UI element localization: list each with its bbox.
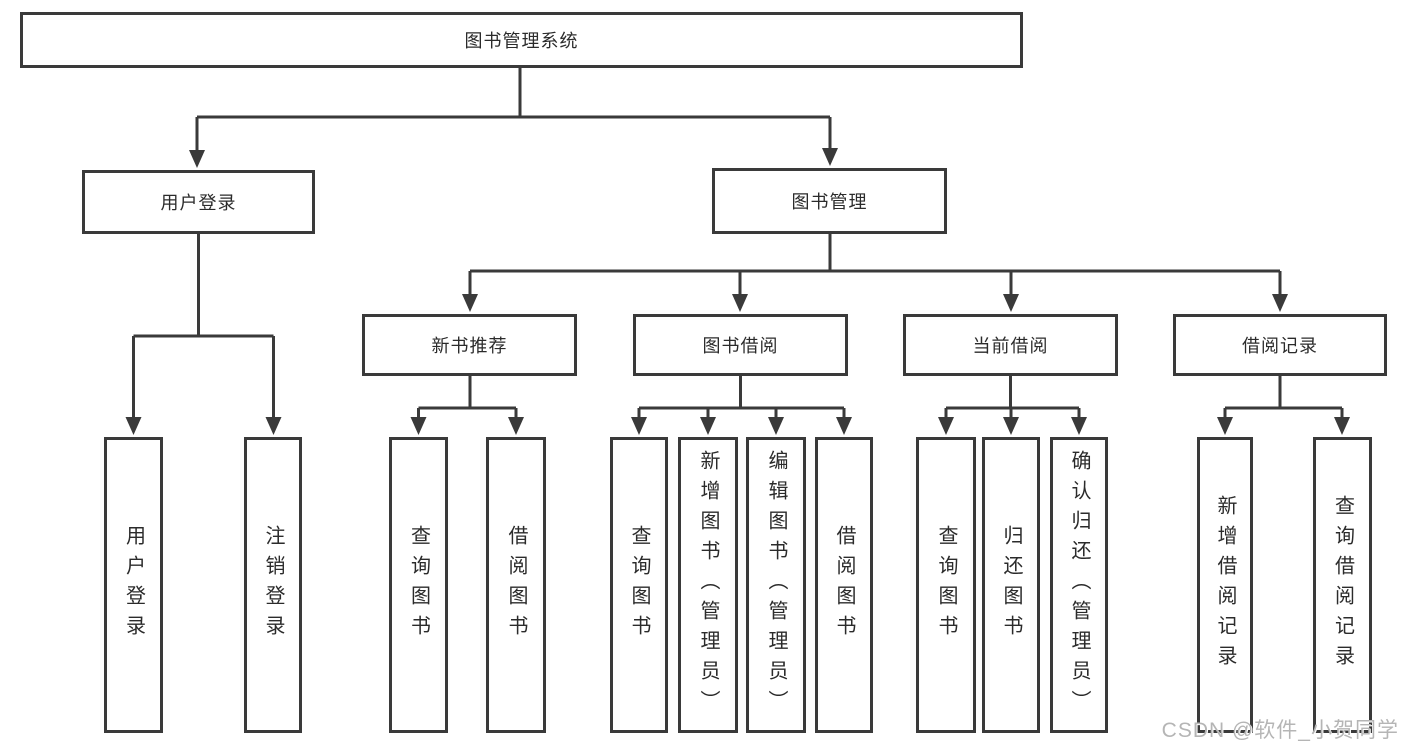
leaf-add-borrow-record-label: 新增借阅记录 xyxy=(1214,495,1236,675)
leaf-user-login: 用户登录 xyxy=(104,437,163,733)
node-root: 图书管理系统 xyxy=(20,12,1023,68)
node-current-borrowing: 当前借阅 xyxy=(903,314,1118,376)
leaf-borrowing-borrow-books: 借阅图书 xyxy=(815,437,873,733)
leaf-add-books-admin-label: 新增图书（管理员） xyxy=(697,450,719,720)
node-book-borrowing: 图书借阅 xyxy=(633,314,848,376)
leaf-confirm-return-admin-label: 确认归还（管理员） xyxy=(1068,450,1090,720)
leaf-edit-books-admin-label: 编辑图书（管理员） xyxy=(765,450,787,720)
node-user-login: 用户登录 xyxy=(82,170,315,234)
leaf-recommend-query-books-label: 查询图书 xyxy=(407,525,430,645)
leaf-return-books: 归还图书 xyxy=(982,437,1040,733)
leaf-add-borrow-record: 新增借阅记录 xyxy=(1197,437,1253,733)
leaf-borrowing-query-books-label: 查询图书 xyxy=(628,525,650,645)
node-book-management: 图书管理 xyxy=(712,168,947,234)
leaf-add-books-admin: 新增图书（管理员） xyxy=(678,437,738,733)
leaf-logout-label: 注销登录 xyxy=(262,525,284,645)
leaf-borrowing-query-books: 查询图书 xyxy=(610,437,668,733)
leaf-current-query-books-label: 查询图书 xyxy=(935,525,957,645)
leaf-borrowing-borrow-books-label: 借阅图书 xyxy=(833,525,855,645)
leaf-return-books-label: 归还图书 xyxy=(1000,525,1022,645)
leaf-query-borrow-record: 查询借阅记录 xyxy=(1313,437,1372,733)
leaf-user-login-label: 用户登录 xyxy=(122,525,145,645)
leaf-recommend-borrow-books-label: 借阅图书 xyxy=(505,525,527,645)
leaf-recommend-borrow-books: 借阅图书 xyxy=(486,437,546,733)
edge-lines xyxy=(132,68,1344,421)
leaf-recommend-query-books: 查询图书 xyxy=(389,437,448,733)
leaf-confirm-return-admin: 确认归还（管理员） xyxy=(1050,437,1108,733)
node-borrow-records: 借阅记录 xyxy=(1173,314,1387,376)
leaf-edit-books-admin: 编辑图书（管理员） xyxy=(746,437,806,733)
leaf-current-query-books: 查询图书 xyxy=(916,437,976,733)
node-new-book-recommend: 新书推荐 xyxy=(362,314,577,376)
leaf-query-borrow-record-label: 查询借阅记录 xyxy=(1331,495,1354,675)
csdn-watermark: CSDN @软件_小贺同学 xyxy=(1161,719,1399,742)
leaf-logout: 注销登录 xyxy=(244,437,302,733)
